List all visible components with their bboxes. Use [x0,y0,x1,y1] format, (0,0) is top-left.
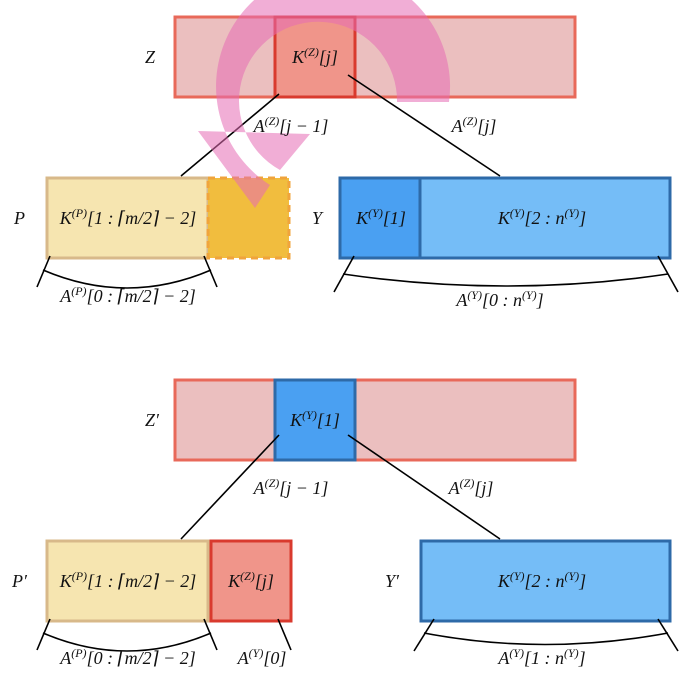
top-z-name: Z [145,47,156,67]
top-edge-left-label: A(Z)[j − 1] [253,114,329,136]
top-z-key-slot [273,15,357,99]
bottom-diagram: Z′ K(Y)[1] A(Z)[j − 1] A(Z)[j] P′ K(P)[1… [11,378,679,668]
bottom-edge-right-label: A(Z)[j] [448,476,494,498]
bottom-z-node [173,378,577,462]
bottom-p-children-label: A(P)[0 : ⌈m/2⌉ − 2] [59,646,196,668]
top-y-name: Y [312,208,324,228]
bottom-edge-right [347,434,501,540]
top-p-children-label: A(P)[0 : ⌈m/2⌉ − 2] [59,284,196,306]
top-diagram: Z K(Z)[j] A(Z)[j − 1] A(Z)[j] P K(P)[1 :… [13,0,679,310]
bottom-edge-left-label: A(Z)[j − 1] [253,476,329,498]
top-z-key: K(Z)[j] [291,45,338,67]
bottom-y-children-label: A(Y)[1 : n(Y)] [497,646,585,668]
top-y-first-key: K(Y)[1] [355,206,406,228]
bottom-p-node [45,539,210,623]
bottom-z-key: K(Y)[1] [289,408,340,430]
top-p-children-brace [36,255,218,289]
top-p-node [45,176,210,260]
bottom-p-keys: K(P)[1 : ⌈m/2⌉ − 2] [59,569,197,591]
top-y-first-key-slot [338,176,422,260]
bottom-p-new-child-label: A(Y)[0] [237,646,287,668]
bottom-p-new-key: K(Z)[j] [227,569,274,591]
bottom-y-name: Y′ [385,571,400,591]
bottom-y-keys: K(Y)[2 : n(Y)] [497,569,586,591]
top-p-empty-slot [206,176,291,260]
top-y-children-label: A(Y)[0 : n(Y)] [455,288,543,310]
top-p-keys: K(P)[1 : ⌈m/2⌉ − 2] [59,206,197,228]
bottom-y-children-brace [413,618,679,652]
rotation-arrow [198,0,451,208]
top-p-name: P [13,208,25,228]
top-y-rest-keys: K(Y)[2 : n(Y)] [497,206,586,228]
bottom-p-name: P′ [11,571,28,591]
bottom-p-children-brace [36,618,292,652]
top-edge-right [347,74,501,177]
top-y-children-brace [333,255,679,293]
bottom-edge-left [180,434,280,540]
top-edge-right-label: A(Z)[j] [451,114,497,136]
bottom-p-new-key-slot [209,539,293,623]
bottom-y-node [419,539,672,623]
bottom-z-key-slot [273,378,357,462]
top-edge-left [180,93,280,177]
bottom-z-name: Z′ [145,410,160,430]
